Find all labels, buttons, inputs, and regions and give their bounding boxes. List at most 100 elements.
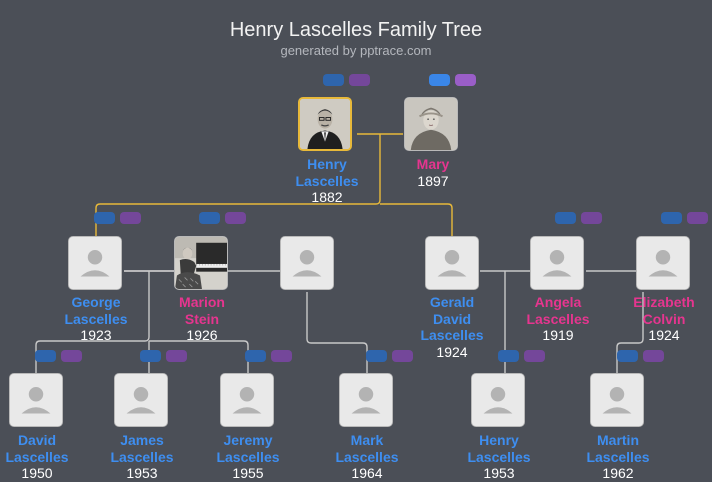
person-actions-james1953 xyxy=(140,350,190,363)
last-name: Stein xyxy=(184,310,220,327)
birth-year: 1955 xyxy=(232,465,264,481)
page-title: Henry Lascelles Family Tree xyxy=(229,19,483,41)
person-card-george1923[interactable] xyxy=(68,236,122,290)
person-placeholder-icon xyxy=(115,374,167,426)
person-card-angela1919[interactable] xyxy=(530,236,584,290)
expand-parents-button[interactable] xyxy=(429,74,450,86)
expand-parents-button[interactable] xyxy=(140,350,161,362)
person-placeholder-icon xyxy=(340,374,392,426)
woman-portrait-photo xyxy=(405,98,457,150)
expand-children-button[interactable] xyxy=(61,350,82,362)
person-card-marion1926[interactable] xyxy=(174,236,228,290)
expand-children-button[interactable] xyxy=(120,212,141,224)
man-portrait-photo xyxy=(300,99,350,149)
last-name: Lascelles xyxy=(5,448,69,465)
first-name: Gerald xyxy=(429,294,475,310)
expand-parents-button[interactable] xyxy=(366,350,387,362)
birth-year: 1882 xyxy=(311,189,343,205)
last-name: Lascelles xyxy=(64,310,128,327)
first-name: Jeremy xyxy=(223,432,273,448)
first-name: Martin xyxy=(597,432,639,448)
expand-children-button[interactable] xyxy=(271,350,292,362)
person-card-elizabeth1924[interactable] xyxy=(636,236,690,290)
connector-elizabeth-kid xyxy=(616,292,644,373)
first-name: Henry xyxy=(307,156,347,172)
person-card-james1953[interactable] xyxy=(114,373,168,427)
first-name: David xyxy=(17,432,57,448)
person-card-martin1962[interactable] xyxy=(590,373,644,427)
person-card-henry1953[interactable] xyxy=(471,373,525,427)
expand-parents-button[interactable] xyxy=(35,350,56,362)
person-actions-henry1953 xyxy=(498,350,548,363)
expand-children-button[interactable] xyxy=(349,74,370,86)
person-actions-mark1964 xyxy=(366,350,416,363)
birth-year: 1964 xyxy=(351,465,383,481)
expand-children-button[interactable] xyxy=(643,350,664,362)
first-name: Mark xyxy=(350,432,384,448)
person-card-mark1964[interactable] xyxy=(339,373,393,427)
person-card-henry1882[interactable] xyxy=(298,97,352,151)
birth-year: 1924 xyxy=(648,327,680,343)
expand-parents-button[interactable] xyxy=(555,212,576,224)
person-placeholder-icon xyxy=(637,237,689,289)
person-card-david1950[interactable] xyxy=(9,373,63,427)
last-name: Lascelles xyxy=(526,310,590,327)
person-card-mary1897[interactable] xyxy=(404,97,458,151)
first-name: Mary xyxy=(416,156,450,172)
expand-children-button[interactable] xyxy=(581,212,602,224)
person-actions-marion1926 xyxy=(199,212,249,225)
person-card-jeremy1955[interactable] xyxy=(220,373,274,427)
first-name: Elizabeth xyxy=(633,294,695,310)
person-placeholder-icon xyxy=(221,374,273,426)
expand-parents-button[interactable] xyxy=(617,350,638,362)
expand-children-button[interactable] xyxy=(455,74,476,86)
birth-year: 1926 xyxy=(186,327,218,343)
expand-parents-button[interactable] xyxy=(94,212,115,224)
first-name: David xyxy=(432,310,472,327)
person-actions-mary1897 xyxy=(429,74,479,87)
last-name: Lascelles xyxy=(335,448,399,465)
expand-parents-button[interactable] xyxy=(199,212,220,224)
person-actions-martin1962 xyxy=(617,350,667,363)
expand-children-button[interactable] xyxy=(392,350,413,362)
expand-parents-button[interactable] xyxy=(498,350,519,362)
expand-parents-button[interactable] xyxy=(323,74,344,86)
last-name: Lascelles xyxy=(216,448,280,465)
expand-parents-button[interactable] xyxy=(245,350,266,362)
expand-children-button[interactable] xyxy=(524,350,545,362)
person-card-spouse3[interactable] xyxy=(280,236,334,290)
first-name: James xyxy=(120,432,164,448)
first-name: Marion xyxy=(179,294,225,310)
birth-year: 1953 xyxy=(126,465,158,481)
expand-parents-button[interactable] xyxy=(661,212,682,224)
person-placeholder-icon xyxy=(426,237,478,289)
last-name: Lascelles xyxy=(110,448,174,465)
last-name: Lascelles xyxy=(467,448,531,465)
birth-year: 1962 xyxy=(602,465,634,481)
last-name: Lascelles xyxy=(586,448,650,465)
expand-children-button[interactable] xyxy=(225,212,246,224)
expand-children-button[interactable] xyxy=(166,350,187,362)
person-actions-george1923 xyxy=(94,212,144,225)
person-placeholder-icon xyxy=(591,374,643,426)
person-placeholder-icon xyxy=(10,374,62,426)
birth-year: 1924 xyxy=(436,343,468,360)
last-name: Lascelles xyxy=(420,327,484,343)
birth-year: 1923 xyxy=(80,327,112,343)
first-name: Angela xyxy=(534,294,582,310)
woman-piano-photo xyxy=(175,237,227,289)
person-actions-henry1882 xyxy=(323,74,373,87)
expand-children-button[interactable] xyxy=(687,212,708,224)
person-card-gerald1924[interactable] xyxy=(425,236,479,290)
person-placeholder-icon xyxy=(472,374,524,426)
last-name: Lascelles xyxy=(295,172,359,189)
